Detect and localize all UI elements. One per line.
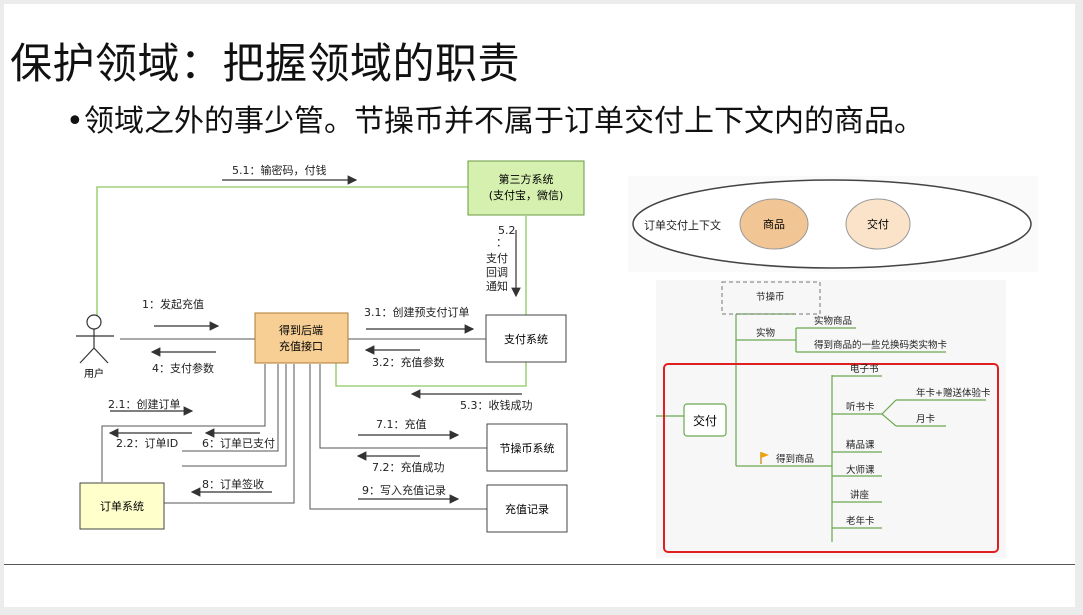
label-5-2-notify: 通知 [486,279,508,293]
label-1: 1：发起充值 [142,297,204,311]
label-2-2: 2.2：订单ID [116,437,178,450]
payment-system-label: 支付系统 [504,333,548,346]
mindmap-premium-course: 精品课 [846,439,875,451]
goods-bubble [739,198,809,250]
backend-recharge-api-node: 得到后端 充值接口 [254,312,349,364]
coin-dashed-box [721,281,821,315]
mindmap-month-card: 月卡 [916,413,936,425]
context-label: 订单交付上下文 [644,218,721,232]
coin-system-label: 节操币系统 [500,441,555,455]
label-8: 8：订单签收 [202,477,264,491]
label-6: 6：订单已支付 [202,437,275,450]
highlight-frame [663,363,999,553]
label-5-1: 5.1：输密码，付钱 [232,163,327,177]
goods-label: 商品 [763,217,785,231]
green-connector-lines [96,186,527,387]
order-system-label: 订单系统 [100,500,144,513]
grey-connector-lines [101,338,487,510]
label-5-2: 5.2 [498,224,516,237]
mindmap-root-label: 交付 [693,413,717,428]
mindmap-year-card: 年卡+赠送体验卡 [916,387,991,399]
third-party-label: 第三方系统 [499,172,554,186]
backend-label: 得到后端 [279,324,323,337]
label-4: 4：支付参数 [152,361,214,375]
message-arrows [108,175,522,504]
user-actor-icon [76,314,114,364]
mindmap-root-node [683,403,727,437]
label-3-2: 3.2：充值参数 [372,355,445,369]
label-5-2-colon: ： [496,236,507,249]
recharge-record-label: 充值记录 [505,502,549,516]
label-5-2-callback: 回调 [486,266,508,279]
label-3-1: 3.1：创建预支付订单 [364,305,470,319]
coin-system-node: 节操币系统 [486,423,568,472]
label-7-1: 7.1：充值 [376,417,427,431]
bullet-text: 领域之外的事少管。节操币并不属于订单交付上下文内的商品。 [84,104,924,139]
slide-title: 保护领域：把握领域的职责 [10,39,521,88]
mindmap-master-course: 大师课 [846,464,875,476]
order-system-node: 订单系统 [79,482,165,530]
bullet-dot: • [66,104,84,139]
label-7-2: 7.2：充值成功 [372,460,445,474]
user-label: 用户 [84,367,104,380]
order-delivery-context-diagram: 订单交付上下文 商品 交付 [628,176,1038,272]
bullet-point: •领域之外的事少管。节操币并不属于订单交付上下文内的商品。 [66,96,924,140]
mindmap-get-goods: 得到商品 [776,453,814,465]
delivery-bubble [845,198,911,250]
recharge-flow-diagram: 第三方系统 (支付宝，微信) 得到后端 充值接口 支付系统 节操币系统 充值记录 [62,150,590,550]
backend-sublabel: 充值接口 [279,339,323,353]
mindmap-lecture: 讲座 [850,489,870,501]
mindmap-audiobook: 听书卡 [846,401,875,413]
mindmap-exchange-card: 得到商品的一些兑换码类实物卡 [814,339,948,351]
mindmap-elder-card: 老年卡 [846,515,875,527]
slide: 保护领域：把握领域的职责 •领域之外的事少管。节操币并不属于订单交付上下文内的商… [4,4,1075,607]
delivery-label: 交付 [867,217,889,231]
delivery-mindmap: 交付 节操币 实物 实物商品 得到商品的一些兑换码类实物卡 得到商品 电子书 听… [656,280,1006,558]
third-party-sublabel: (支付宝，微信) [489,188,564,202]
recharge-record-node: 充值记录 [486,484,568,533]
label-5-2-pay: 支付 [486,252,508,265]
label-5-3: 5.3：收钱成功 [460,398,533,412]
mindmap-physical-goods: 实物商品 [814,315,852,327]
flag-icon [760,452,769,464]
payment-system-node: 支付系统 [485,314,567,363]
mindmap-physical: 实物 [756,327,776,339]
third-party-system-node: 第三方系统 (支付宝，微信) [467,160,585,216]
label-2-1: 2.1：创建订单 [108,397,181,411]
label-9: 9：写入充值记录 [362,483,446,497]
mindmap-coin: 节操币 [756,291,785,303]
context-boundary [632,179,1032,269]
bottom-divider [4,564,1075,565]
mindmap-ebook: 电子书 [850,363,879,375]
